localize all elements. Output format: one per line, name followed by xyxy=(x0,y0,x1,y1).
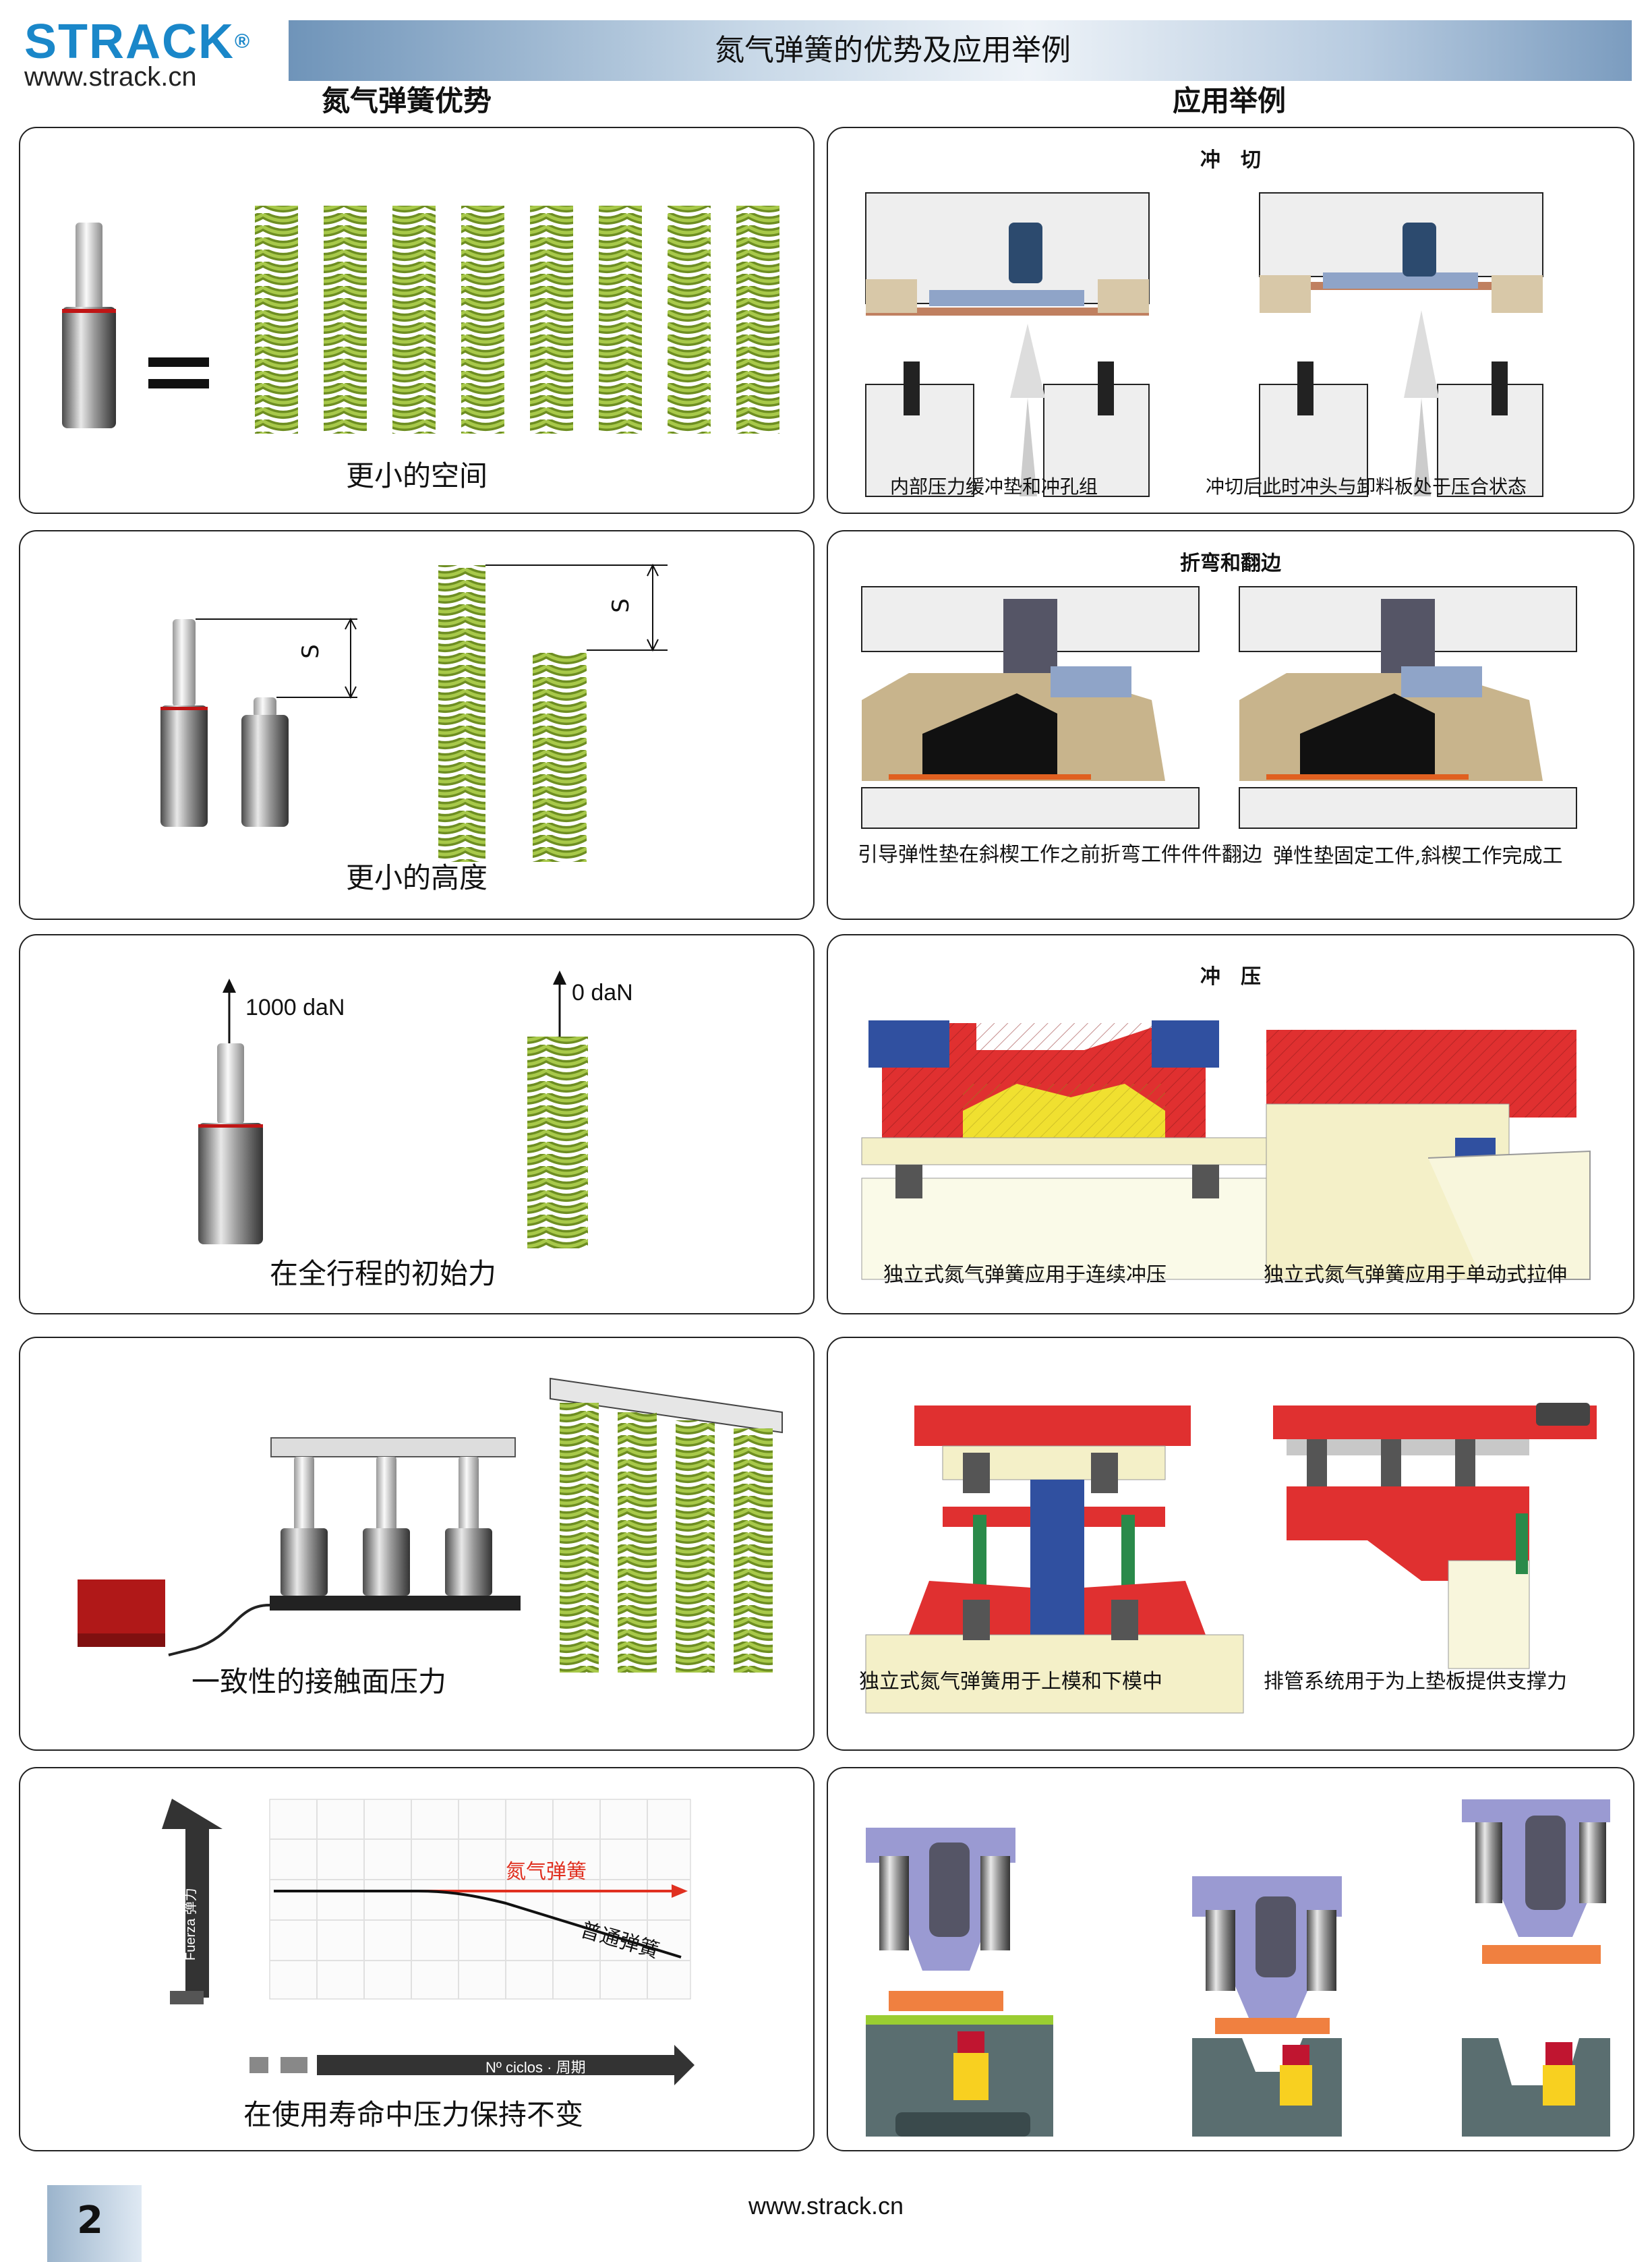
title-bar: 氮气弹簧的优势及应用举例 xyxy=(289,20,1632,81)
caption-bending-right: 弹性垫固定工件,斜楔工作完成工 xyxy=(1273,844,1563,868)
strack-logo: STRACK® www.strack.cn xyxy=(24,18,251,90)
bending-die-illustration xyxy=(861,586,1577,829)
caption-space: 更小的空间 xyxy=(345,459,488,492)
advantage-panel-contact-pressure: 一致性的接触面压力 xyxy=(19,1337,815,1751)
caption-manifold-system: 排管系统用于为上垫板提供支撑力 xyxy=(1264,1670,1567,1693)
header-url: www.strack.cn xyxy=(24,62,197,92)
caption-bending-left: 引导弹性垫在斜楔工作之前折弯工件件件翻边 xyxy=(858,843,1262,867)
page-title: 氮气弹簧的优势及应用举例 xyxy=(715,33,1071,67)
force-label-gas: 1000 daN xyxy=(245,995,345,1020)
caption-constant-pressure: 在使用寿命中压力保持不变 xyxy=(243,2098,583,2131)
caption-piercing-right: 冲切后此时冲头与卸料板处于压合状态 xyxy=(1206,475,1527,498)
piercing-die-illustration xyxy=(865,192,1543,497)
stroke-label-coil: S xyxy=(607,598,635,613)
caption-upper-lower-die: 独立式氮气弹簧用于上模和下模中 xyxy=(859,1670,1162,1693)
application-title-piercing: 冲 切 xyxy=(1200,148,1261,172)
application-panel-piercing: 冲 切 内部压力缓冲垫和冲孔组 冲切后此时冲头与卸料板处于压合状态 xyxy=(827,127,1634,514)
caption-stamping-right: 独立式氮气弹簧应用于单动式拉伸 xyxy=(1264,1263,1567,1287)
force-illustration xyxy=(198,970,588,1248)
column-heading-applications: 应用举例 xyxy=(1172,84,1286,117)
page-number: 2 xyxy=(77,2199,103,2242)
application-panel-bending: 折弯和翻边 引导弹性垫在斜楔工作之前折弯工件件件翻边 弹性垫固定工件,斜楔工作完… xyxy=(827,530,1634,920)
forming-sequence-illustration xyxy=(866,1799,1610,2137)
application-panel-forming-sequence xyxy=(827,1767,1634,2151)
force-label-coil: 0 daN xyxy=(572,980,633,1006)
advantage-panel-initial-force: 1000 daN 0 daN 在全行程的初始力 xyxy=(19,934,815,1314)
contact-pressure-illustration xyxy=(78,1377,783,1673)
stamping-die-illustration xyxy=(861,1020,1591,1280)
page-number-badge: 2 xyxy=(47,2185,142,2262)
series-label-gas-spring: 氮气弹簧 xyxy=(506,1860,587,1884)
brand-name: STRACK® xyxy=(24,15,252,69)
application-panel-stamping: 冲 压 独立式氮气弹簧应用于连续冲压 独立式氮气弹簧应用于单动式拉伸 xyxy=(827,934,1634,1314)
caption-stamping-left: 独立式氮气弹簧应用于连续冲压 xyxy=(883,1263,1167,1287)
advantage-panel-space: 更小的空间 xyxy=(19,127,815,514)
application-title-bending: 折弯和翻边 xyxy=(1180,552,1281,575)
upper-lower-die-illustration xyxy=(865,1403,1597,1714)
coil-spring-row xyxy=(255,206,779,434)
x-axis-label: Nº ciclos · 周期 xyxy=(485,2059,586,2076)
caption-initial-force: 在全行程的初始力 xyxy=(269,1257,496,1290)
advantage-panel-height: S S 更小的高度 xyxy=(19,530,815,920)
height-illustration xyxy=(160,563,668,862)
stroke-label-gas: S xyxy=(297,644,324,659)
caption-piercing-left: 内部压力缓冲垫和冲孔组 xyxy=(890,475,1098,498)
space-illustration xyxy=(62,206,779,434)
application-panel-upper-lower-die: 独立式氮气弹簧用于上模和下模中 排管系统用于为上垫板提供支撑力 xyxy=(827,1337,1634,1751)
caption-height: 更小的高度 xyxy=(345,861,488,894)
y-axis-label: Fuerza 弹力 xyxy=(183,1888,198,1961)
advantage-panel-constant-pressure: Fuerza 弹力 Nº ciclos · 周期 氮气弹簧 普通弹簧 在使用寿命… xyxy=(19,1767,815,2151)
pressure-life-chart xyxy=(162,1799,695,2085)
footer-url[interactable]: www.strack.cn xyxy=(748,2192,904,2220)
application-title-stamping: 冲 压 xyxy=(1200,965,1261,989)
caption-contact-pressure: 一致性的接触面压力 xyxy=(191,1665,446,1698)
column-heading-advantages: 氮气弹簧优势 xyxy=(321,84,492,117)
